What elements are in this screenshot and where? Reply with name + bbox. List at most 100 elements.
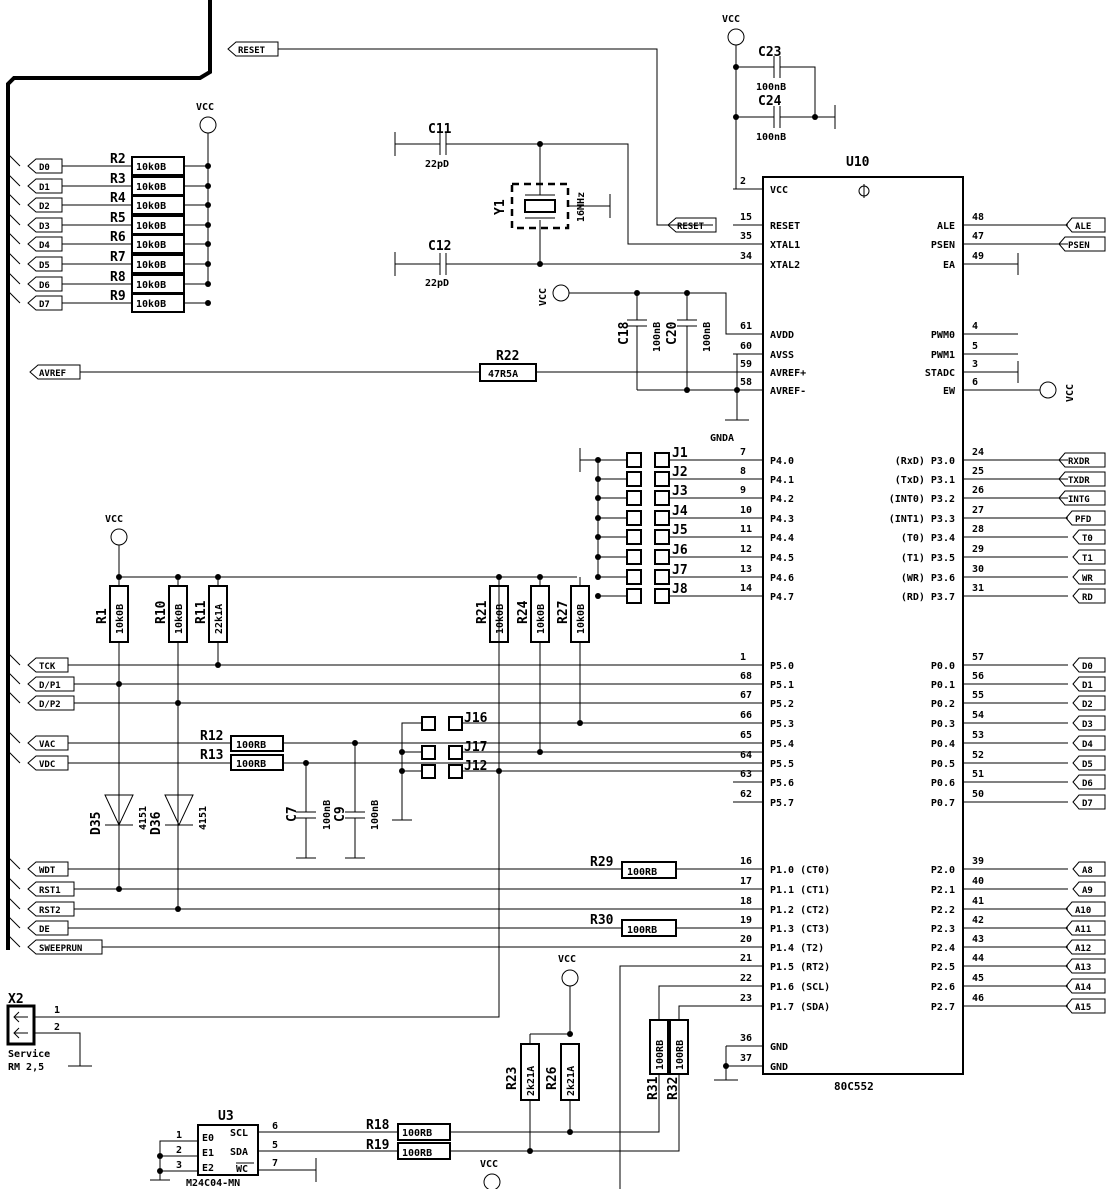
u10-pin-num: 53 [972,730,984,741]
jumper-pad [626,529,642,545]
u10-pin-num: 39 [972,856,984,867]
pullup-resistors: VCC 10k0BR2D010k0BR3D110k0BR4D210k0BR5D3… [7,102,217,313]
jumper-pad [626,452,642,468]
u10-pin-name: EA [943,260,955,271]
jumper-ref: J3 [672,484,688,499]
u10-pin-num: 46 [972,993,984,1004]
u10-pin-num: 58 [740,377,752,388]
u10-pin-num: 48 [972,212,984,223]
net-label: INTG [1068,495,1090,505]
u10-pin-num: 35 [740,231,752,242]
c18-value: 100nB [652,322,663,352]
u10-pin-num: 68 [740,671,752,682]
r10-value: 10k0B [174,604,185,634]
u10-pin-num: 17 [740,876,752,887]
u10-pin-num: 55 [972,690,984,701]
analog-supply: VCC GNDA C18 100nB C20 100nB AVREF 47R5A… [29,284,763,444]
u10-pin-name: P4.3 [770,514,794,525]
crystal-circuit: C11 22pD C12 22pD Y1 16MHz [394,122,763,289]
c7-value: 100nB [322,800,333,830]
u10-pin-num: 28 [972,524,984,535]
j16-ref: J16 [464,711,488,726]
u10-pin-name: P0.6 [931,778,955,789]
u10-pin-name: P4.0 [770,456,794,467]
vcc-label-bottom: VCC [480,1159,498,1170]
u10-pin-num: 9 [740,485,746,496]
data-net-text: D6 [39,281,50,291]
pullup-value: 10k0B [136,221,166,232]
u10-pin-name: P2.0 [931,865,955,876]
net-label-shape [1072,774,1106,790]
net-label-shape [1072,549,1106,565]
jumper-ref: J1 [672,446,688,461]
vcc-label-i2c: VCC [558,954,576,965]
net-label-shape [1072,861,1106,877]
u10-pin-num: 63 [740,769,752,780]
jumper-ref: J2 [672,465,688,480]
u10-pin-name: RESET [770,221,800,232]
pullup-value: 10k0B [136,260,166,271]
pullup-ref: R4 [110,191,126,206]
j12-ref: J12 [464,759,487,774]
r29-ref: R29 [590,855,613,870]
x2-label-rm: RM 2,5 [8,1062,44,1073]
net-label-shape [1065,978,1106,994]
u10-pin-num: 13 [740,564,752,575]
net-label: PSEN [1068,241,1090,251]
u3-pin-scl: SCL [230,1128,248,1139]
net-label-shape [1058,452,1106,468]
u10-pin-num: 16 [740,856,752,867]
c12-ref: C12 [428,239,451,254]
r23-ref: R23 [505,1067,520,1090]
x2-pin1: 1 [54,1005,60,1016]
u10-pin-num: 2 [740,176,746,187]
r18-value: 100RB [402,1128,432,1139]
vcc-r1-icon [110,528,128,546]
u10-pin-name: (RD) P3.7 [901,592,955,603]
u3-pin-e0: E0 [202,1133,214,1144]
pullup-value: 10k0B [136,240,166,251]
u10-pin-num: 54 [972,710,984,721]
pullup-ref: R5 [110,211,126,226]
pullup-value: 10k0B [136,182,166,193]
u10-pin-name: P1.5 (RT2) [770,962,830,973]
u10-pin-name: P1.3 (CT3) [770,924,830,935]
u10-pin-name: PSEN [931,240,955,251]
u10-left-pins: 2VCC15RESET35XTAL134XTAL261AVDD60AVSS59A… [733,176,830,1073]
vcc-bottom-icon [483,1173,501,1189]
net-label-shape [1072,735,1106,751]
u10-pin-num: 41 [972,896,984,907]
net-label: T1 [1082,554,1093,564]
data-net-text: D0 [39,163,50,173]
net-label: WR [1082,574,1093,584]
u10-pin-name: P1.0 (CT0) [770,865,830,876]
u10-pin-num: 60 [740,341,752,352]
u10-pin-num: 49 [972,251,984,262]
jumper-pad [654,588,670,604]
r11-value: 22k1A [214,604,225,634]
d35-value: 4151 [138,806,149,830]
net-label: PFD [1075,515,1092,525]
u10-pin-name: P0.3 [931,719,955,730]
ctrl-net-text: WDT [39,866,56,876]
net-label: RD [1082,593,1093,603]
u10-pin-name: STADC [925,368,955,379]
u10-pin-name: (T0) P3.4 [901,533,955,544]
u10-pin-name: P5.7 [770,798,794,809]
u10-pin-num: 22 [740,973,752,984]
c7-ref: C7 [285,806,300,822]
u10-pin-name: P4.6 [770,573,794,584]
vcc-i2c-icon [561,969,579,987]
vcc-ew-icon [1039,381,1057,399]
u10-pin-name: P4.4 [770,533,794,544]
r30-value: 100RB [627,925,657,936]
ctrl-net-text: D/P1 [39,681,61,691]
r1-value: 10k0B [115,604,126,634]
data-net-text: D4 [39,241,50,251]
net-label: A9 [1082,886,1093,896]
ctrl-net-text: RST1 [39,886,61,896]
u10-pin-name: GND [770,1062,788,1073]
jumper-pad [626,510,642,526]
c12-value: 22pD [425,278,449,289]
